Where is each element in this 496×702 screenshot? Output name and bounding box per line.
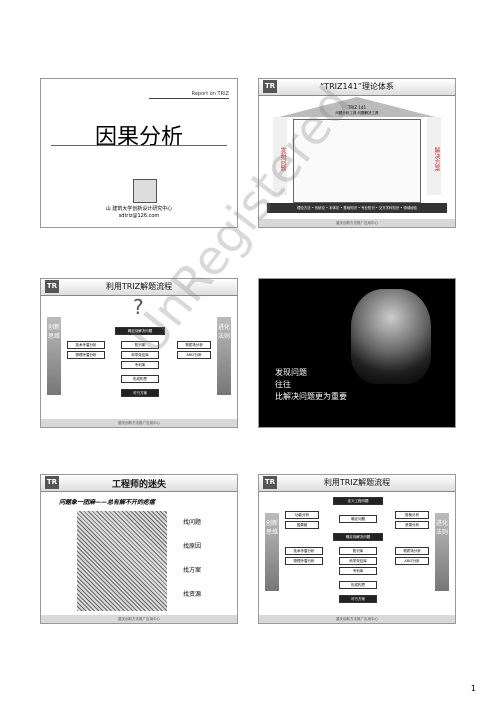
flow-box: 专利库 [339, 567, 377, 575]
roof-sub: 问题分析工具 问题解决工具 [335, 111, 379, 115]
subtitle: 问题象一团麻——总有解不开的疙瘩 [59, 499, 156, 506]
flow-box: 可行方案 [339, 595, 377, 603]
quote-line-2: 往往 [275, 380, 291, 389]
portrait [351, 289, 431, 384]
flow-box: 物质场分析 [177, 341, 211, 349]
slide-header: TR “TRIZ141”理论体系 [259, 79, 455, 96]
page-number: 1 [470, 684, 476, 693]
center-block [293, 119, 421, 203]
slide-engineer: TR 工程师的迷失 问题象一团麻——总有解不开的疙瘩 找问题 找原因 找方案 找… [40, 474, 238, 624]
flow-box: 可行方案 [121, 389, 159, 397]
left-label: 创新思维 [265, 513, 279, 591]
triz-logo: TR [45, 280, 59, 293]
report-rule [149, 98, 229, 99]
left-label: 发明问题 [273, 117, 287, 195]
roof-label: TRIZ 141 [347, 105, 367, 110]
right-label: 进化法则 [435, 513, 449, 591]
slide-footer: 重庆创新方法推广应用中心 [259, 615, 455, 623]
step: 找方案 [183, 567, 202, 574]
bottom-bar: 理论方法 • 系统论 • 本体论 • 基础知识 • 专业知识 • 交叉学科知识 … [267, 203, 447, 213]
quote-line-3: 比解决问题更为重要 [275, 392, 347, 401]
flow-box: 确定问题 [339, 515, 377, 523]
flow-box: 科学效应库 [339, 557, 377, 565]
flow-box: 确定待解决问题 [115, 327, 165, 335]
flow-box: 因果链 [285, 521, 319, 529]
flow-box: 形成构思 [339, 581, 377, 589]
left-label: 创新思维 [47, 317, 61, 395]
triz-logo: TR [45, 476, 59, 489]
flow-box: 资源分析 [395, 521, 429, 529]
slide-triz-flow-2: TR 利用TRIZ解题流程 创新思维 进化法则 定义工程问题 功能分析 因果链 … [258, 474, 456, 624]
slide-header: TR 利用TRIZ解题流程 [41, 279, 237, 296]
report-label: Report on TRIZ [191, 91, 229, 97]
quote-line-1: 发现问题 [275, 368, 307, 377]
org-name: 山 建筑大学创新设计研究中心 [105, 206, 173, 212]
flow-box: 确定待解决问题 [333, 533, 383, 541]
slide-title: 利用TRIZ解题流程 [323, 478, 391, 487]
flow-box: 剪裁分析 [395, 511, 429, 519]
question-mark: ? [133, 295, 144, 319]
slide-footer: 重庆创新方法推广应用中心 [259, 219, 455, 227]
slide-title: Report on TRIZ 因果分析 山 建筑大学创新设计研究中心 sdtri… [40, 78, 238, 228]
slide-triz-flow: TR 利用TRIZ解题流程 ? 创新思维 进化法则 确定待解决问题 技术矛盾分析… [40, 278, 238, 428]
flow-box: 物质场分析 [395, 547, 429, 555]
flow-box: 形成构思 [121, 375, 159, 383]
flow-box: 定义工程问题 [333, 497, 383, 505]
tangle-photo [77, 511, 167, 611]
right-label: 解决方案 [427, 117, 441, 195]
flow-box: 科学效应库 [121, 351, 159, 359]
flow-box: 知识库 [121, 341, 159, 349]
flow-box: 知识库 [339, 547, 377, 555]
title-rule [51, 145, 227, 146]
triz-logo: TR [263, 80, 277, 93]
slide-header: TR 工程师的迷失 [41, 475, 237, 492]
flow-box: ARIZ分析 [395, 557, 429, 565]
flow-box: 物理矛盾分析 [67, 351, 105, 359]
slide-title-text: 因果分析 [94, 125, 183, 150]
slide-header: TR 利用TRIZ解题流程 [259, 475, 455, 492]
flow-box: 功能分析 [285, 511, 319, 519]
right-label: 进化法则 [217, 317, 231, 395]
slide-einstein: 发现问题 往往 比解决问题更为重要 [258, 278, 456, 428]
slide-title: 利用TRIZ解题流程 [105, 282, 173, 291]
step: 找原因 [183, 543, 202, 550]
step: 找问题 [183, 519, 202, 526]
flow-box: 专利库 [121, 361, 159, 369]
flow-box: ARIZ分析 [177, 351, 211, 359]
slide-footer: 重庆创新方法推广应用中心 [41, 419, 237, 427]
triz-logo: TR [263, 476, 277, 489]
slide-title: “TRIZ141”理论体系 [320, 82, 394, 91]
email: sdtriz@126.com [118, 213, 160, 219]
flow-box: 技术矛盾分析 [67, 341, 105, 349]
slide-title: 工程师的迷失 [111, 480, 166, 490]
slide-triz-system: TR “TRIZ141”理论体系 TRIZ 141 问题分析工具 问题解决工具 … [258, 78, 456, 228]
flow-box: 物理矛盾分析 [285, 557, 323, 565]
step: 找资源 [183, 591, 202, 598]
slide-footer: 重庆创新方法推广应用中心 [41, 615, 237, 623]
triz-logo [133, 179, 157, 203]
flow-box: 技术矛盾分析 [285, 547, 323, 555]
